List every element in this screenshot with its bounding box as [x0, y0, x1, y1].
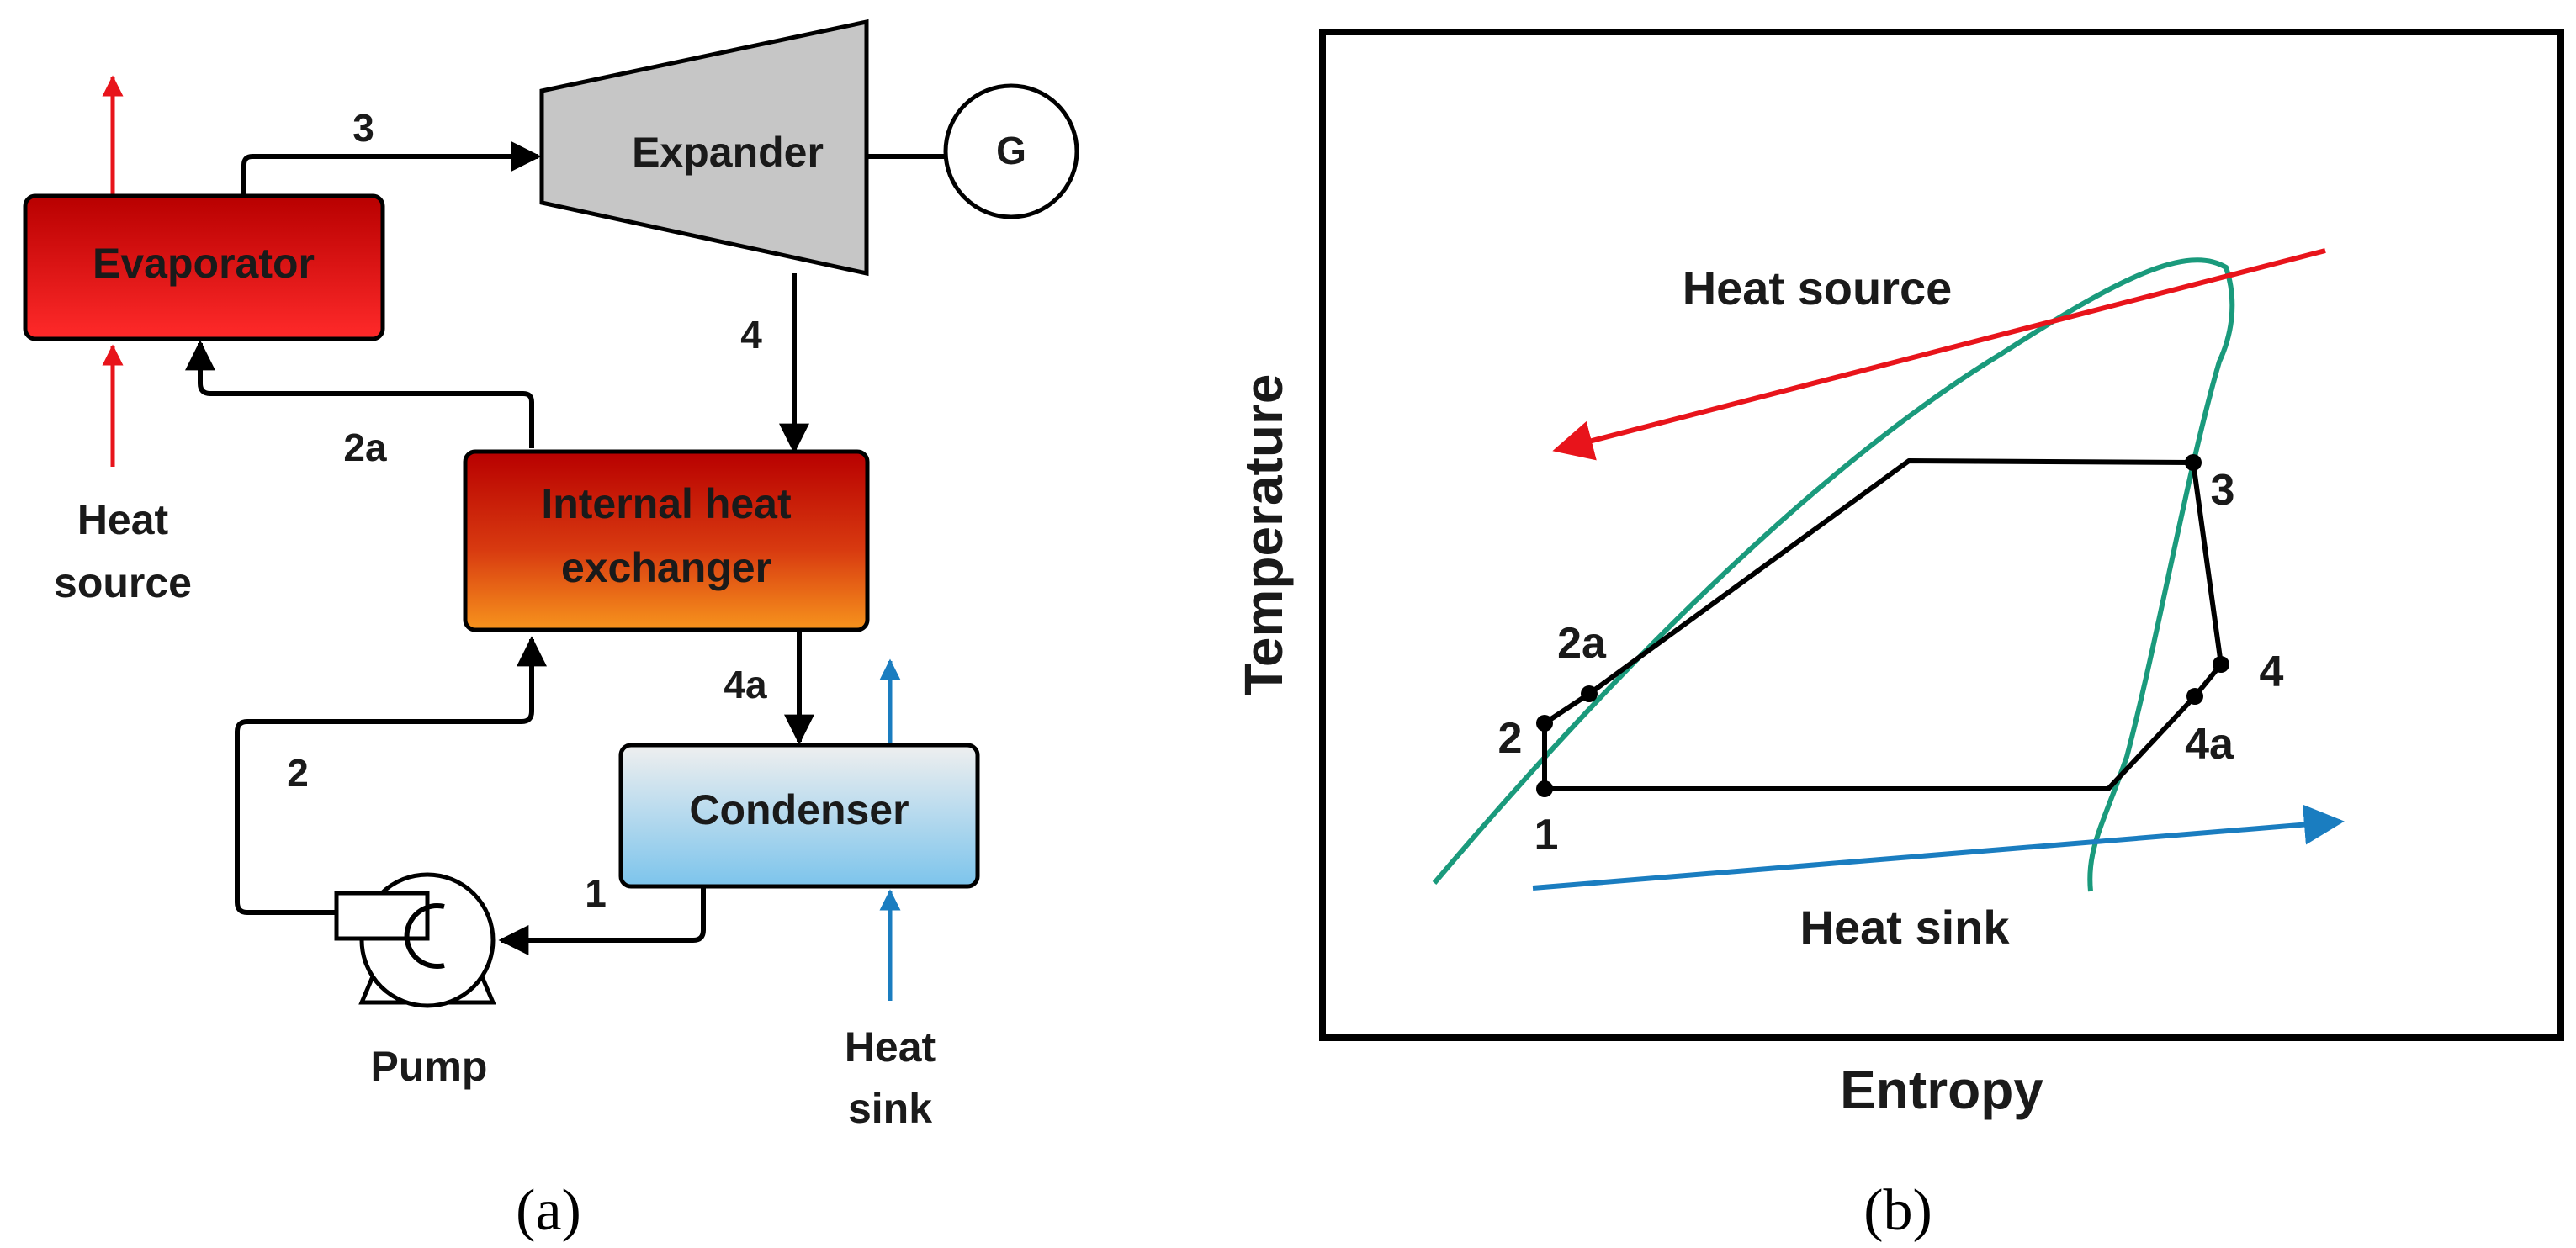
internal-heat-exchanger-label-line1: Internal heat — [541, 480, 792, 527]
heat-sink-line — [1532, 804, 2345, 891]
saturation-curve — [1432, 257, 2235, 892]
flow-line-3 — [241, 141, 542, 195]
ts-state-label-4: 4 — [2260, 648, 2284, 696]
expander-shape — [539, 19, 869, 277]
heat-source-label-line1: Heat — [77, 496, 169, 543]
ts-state-label-4a: 4a — [2185, 720, 2234, 769]
state-point-1 — [1536, 780, 1553, 797]
ts-state-label-2a: 2a — [1557, 619, 1607, 668]
internal-heat-exchanger-box — [463, 449, 870, 632]
state-point-2a — [1581, 685, 1598, 702]
evaporator-label: Evaporator — [93, 240, 315, 287]
heat-sink-label-line1: Heat — [845, 1023, 936, 1071]
heat-sink-label-line2: sink — [848, 1085, 932, 1132]
ts-state-label-2: 2 — [1498, 714, 1523, 763]
state-point-4a — [2186, 688, 2203, 705]
pump-label: Pump — [371, 1043, 488, 1090]
panel-a-caption: (a) — [516, 1178, 581, 1243]
state-label-2a: 2a — [343, 426, 387, 469]
panel-b: 1 2 2a 3 4 4a Heat source Heat sink Entr… — [1233, 29, 2564, 1243]
ts-heat-source-label: Heat source — [1683, 262, 1953, 315]
expander-label: Expander — [632, 129, 824, 176]
panel-a: Evaporator Expander G Internal heat exch… — [23, 19, 1079, 1243]
y-axis-label: Temperature — [1233, 374, 1294, 696]
flow-line-1 — [498, 886, 706, 955]
heat-source-label-line2: source — [54, 559, 192, 606]
pump-icon — [334, 872, 496, 1008]
condenser-label: Condenser — [689, 786, 909, 833]
ts-plot-frame — [1319, 29, 2564, 1041]
x-axis-label: Entropy — [1840, 1060, 2043, 1120]
state-label-3: 3 — [352, 106, 374, 150]
state-label-1: 1 — [585, 871, 607, 915]
state-label-4: 4 — [740, 313, 762, 357]
ts-state-label-3: 3 — [2211, 466, 2235, 515]
state-label-4a: 4a — [724, 663, 767, 706]
state-point-3 — [2185, 454, 2202, 471]
state-label-2: 2 — [287, 751, 309, 795]
ts-state-label-1: 1 — [1534, 811, 1559, 859]
generator-label: G — [996, 129, 1026, 172]
ts-heat-sink-label: Heat sink — [1800, 901, 2011, 954]
flow-line-2a — [185, 340, 534, 448]
flow-line-2 — [235, 636, 547, 915]
state-point-2 — [1536, 715, 1553, 732]
panel-b-caption: (b) — [1863, 1178, 1932, 1243]
condenser-box — [618, 743, 980, 889]
evaporator-box — [23, 193, 385, 341]
heat-source-line — [1552, 248, 2326, 461]
generator-circle — [943, 83, 1079, 219]
internal-heat-exchanger-label-line2: exchanger — [561, 544, 771, 591]
state-point-4 — [2213, 656, 2229, 673]
